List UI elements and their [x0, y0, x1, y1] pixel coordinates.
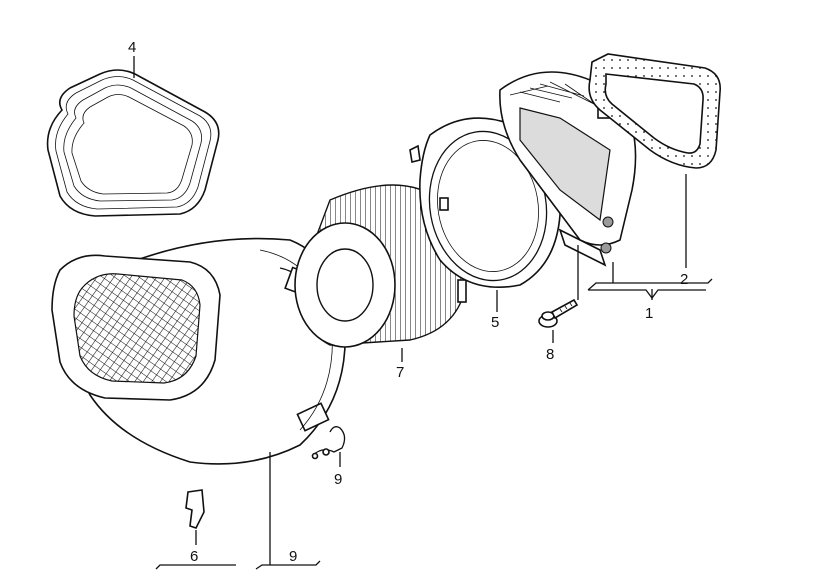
part-9-filter-housing — [51, 237, 346, 465]
callout-6: 6 — [190, 548, 198, 565]
part-4-seal-ring — [46, 69, 220, 217]
part-8-screw — [538, 298, 579, 328]
callout-9-clip: 9 — [334, 471, 342, 488]
callout-4: 4 — [128, 39, 136, 56]
part-9-clip — [311, 426, 346, 460]
callout-9-housing: 9 — [289, 548, 297, 565]
callout-1: 1 — [645, 305, 653, 322]
bracket-1 — [587, 262, 713, 300]
callout-5: 5 — [491, 314, 499, 331]
callout-8: 8 — [546, 346, 554, 363]
bracket-6-9 — [155, 452, 321, 570]
part-7-filter-element — [294, 184, 467, 348]
callout-7: 7 — [396, 364, 404, 381]
part-1-blower-housing — [499, 71, 637, 267]
part-2-gasket — [588, 53, 722, 169]
part-6-clip — [185, 489, 205, 529]
callout-2: 2 — [680, 271, 688, 288]
